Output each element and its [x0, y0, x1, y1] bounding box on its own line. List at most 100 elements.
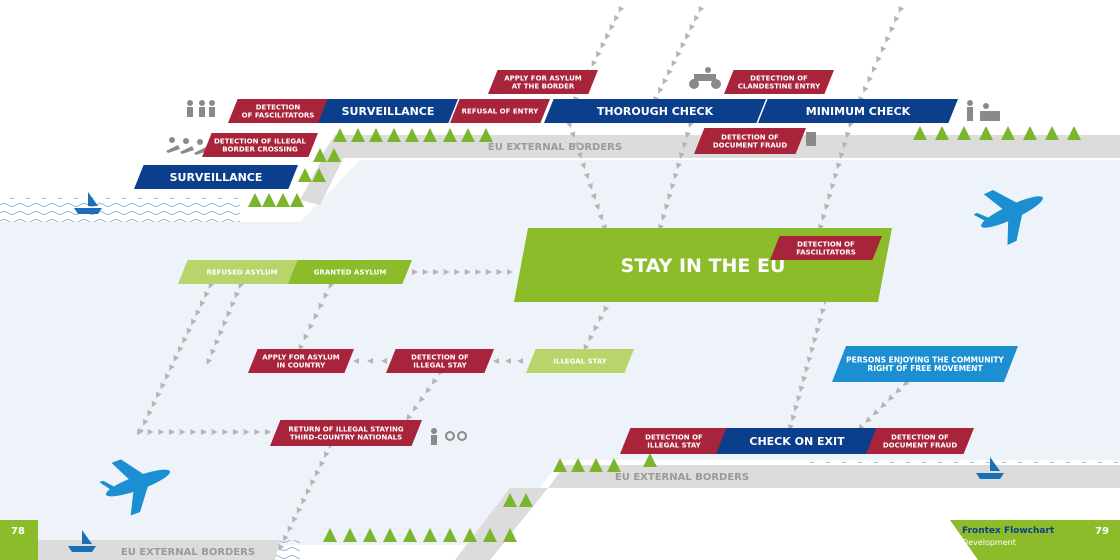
connector-arrow — [576, 152, 583, 159]
node-shape — [694, 128, 806, 154]
sea-left — [0, 198, 240, 222]
node-refused-asylum: REFUSED ASYLUM — [178, 260, 306, 284]
node-illegal-stay: ILLEGAL STAY — [526, 349, 634, 373]
node-shape — [134, 165, 298, 189]
connector-arrow — [485, 269, 492, 275]
connector-arrow — [496, 269, 503, 275]
node-label: ILLEGAL STAY — [647, 442, 701, 450]
node-check-on-exit: CHECK ON EXIT — [716, 428, 878, 454]
node-label: DOCUMENT FRAUD — [713, 142, 787, 150]
connector-arrow — [177, 345, 184, 353]
node-label: STAY IN THE EU — [621, 255, 786, 277]
node-label: REFUSED ASYLUM — [206, 269, 277, 277]
connector-arrow — [662, 77, 669, 85]
connector-arrow — [381, 358, 387, 364]
connector-arrow — [160, 382, 166, 390]
tree-icon — [935, 126, 949, 140]
connector-arrow — [234, 291, 240, 299]
connector-arrow — [222, 320, 228, 327]
tree-icon — [607, 458, 621, 472]
connector-arrow — [190, 429, 197, 435]
tree-icon — [248, 193, 262, 207]
connector-arrow — [609, 23, 616, 31]
connector-arrow — [580, 162, 586, 170]
connector-arrow — [594, 203, 600, 211]
node-shape — [620, 428, 728, 454]
node-label: ILLEGAL STAY — [413, 362, 467, 370]
connector-arrow — [573, 141, 579, 149]
footer-title-bg — [950, 520, 1120, 560]
airplane-icon — [99, 459, 171, 516]
connector-arrow — [678, 152, 685, 159]
connector-arrow — [658, 86, 664, 94]
tree-icon — [461, 128, 475, 142]
connector-arrow — [887, 394, 895, 401]
connector-arrow — [151, 400, 158, 408]
node-shape — [770, 236, 882, 260]
connector-arrow — [353, 358, 359, 364]
connector-arrow — [201, 429, 207, 435]
connector-arrow — [169, 364, 175, 371]
boat-icon — [68, 530, 96, 552]
connector-arrow — [507, 269, 513, 275]
connector-arrow — [684, 131, 691, 139]
node-label: DETECTION — [256, 103, 301, 111]
node-shape — [202, 133, 318, 157]
connector-arrow — [206, 358, 212, 365]
connector-arrow — [809, 346, 816, 354]
connector-arrow — [614, 14, 620, 22]
connector-arrow — [880, 401, 887, 409]
tree-icon — [313, 148, 327, 162]
node-label: SURVEILLANCE — [170, 171, 263, 184]
connector-arrow — [191, 318, 197, 326]
connector-arrow — [475, 269, 482, 275]
connector-arrow — [675, 162, 682, 170]
connector-arrow — [672, 172, 679, 180]
connector-arrow — [812, 337, 818, 344]
connector-arrow — [898, 6, 904, 13]
node-label: APPLY FOR ASYLUM — [504, 74, 582, 82]
tree-icon — [423, 128, 437, 142]
connector-arrow — [820, 213, 827, 221]
connector-arrow — [605, 32, 611, 40]
connector-arrow — [179, 429, 186, 435]
node-label: REFUSAL OF ENTRY — [462, 108, 540, 116]
connector-arrow — [832, 172, 839, 180]
node-shape — [248, 349, 354, 373]
connector-arrow — [147, 409, 153, 417]
connector-arrow — [689, 23, 696, 31]
connector-arrow — [793, 404, 800, 412]
node-label: THIRD-COUNTRY NATIONALS — [290, 434, 402, 442]
connector-arrow — [895, 387, 902, 394]
connector-arrow — [671, 59, 678, 67]
connector-arrow — [798, 385, 805, 393]
tree-icon — [463, 528, 477, 542]
connector-arrow — [660, 213, 667, 221]
connector-arrow — [790, 414, 797, 422]
tree-icon — [913, 126, 927, 140]
connector-arrow — [676, 50, 682, 58]
node-label: RETURN OF ILLEGAL STAYING — [288, 425, 403, 433]
tree-icon — [519, 493, 533, 507]
connector-arrow — [583, 343, 590, 351]
connector-arrow — [597, 213, 604, 221]
node-shape — [228, 99, 328, 123]
connector-arrow — [838, 152, 845, 159]
connector-arrow — [142, 418, 149, 426]
tree-icon — [363, 528, 377, 542]
connector-arrow — [694, 14, 700, 22]
node-label: SURVEILLANCE — [342, 105, 435, 118]
connector-arrow — [681, 141, 688, 149]
footer-page-left: 78 — [11, 526, 25, 537]
node-label: DETECTION OF — [411, 353, 469, 361]
node-shape — [318, 99, 458, 123]
tree-icon — [403, 528, 417, 542]
tree-icon — [503, 528, 517, 542]
node-label: DETECTION OF — [721, 133, 779, 141]
node-label: DETECTION OF ILLEGAL — [214, 137, 307, 145]
connector-arrow — [889, 26, 896, 33]
